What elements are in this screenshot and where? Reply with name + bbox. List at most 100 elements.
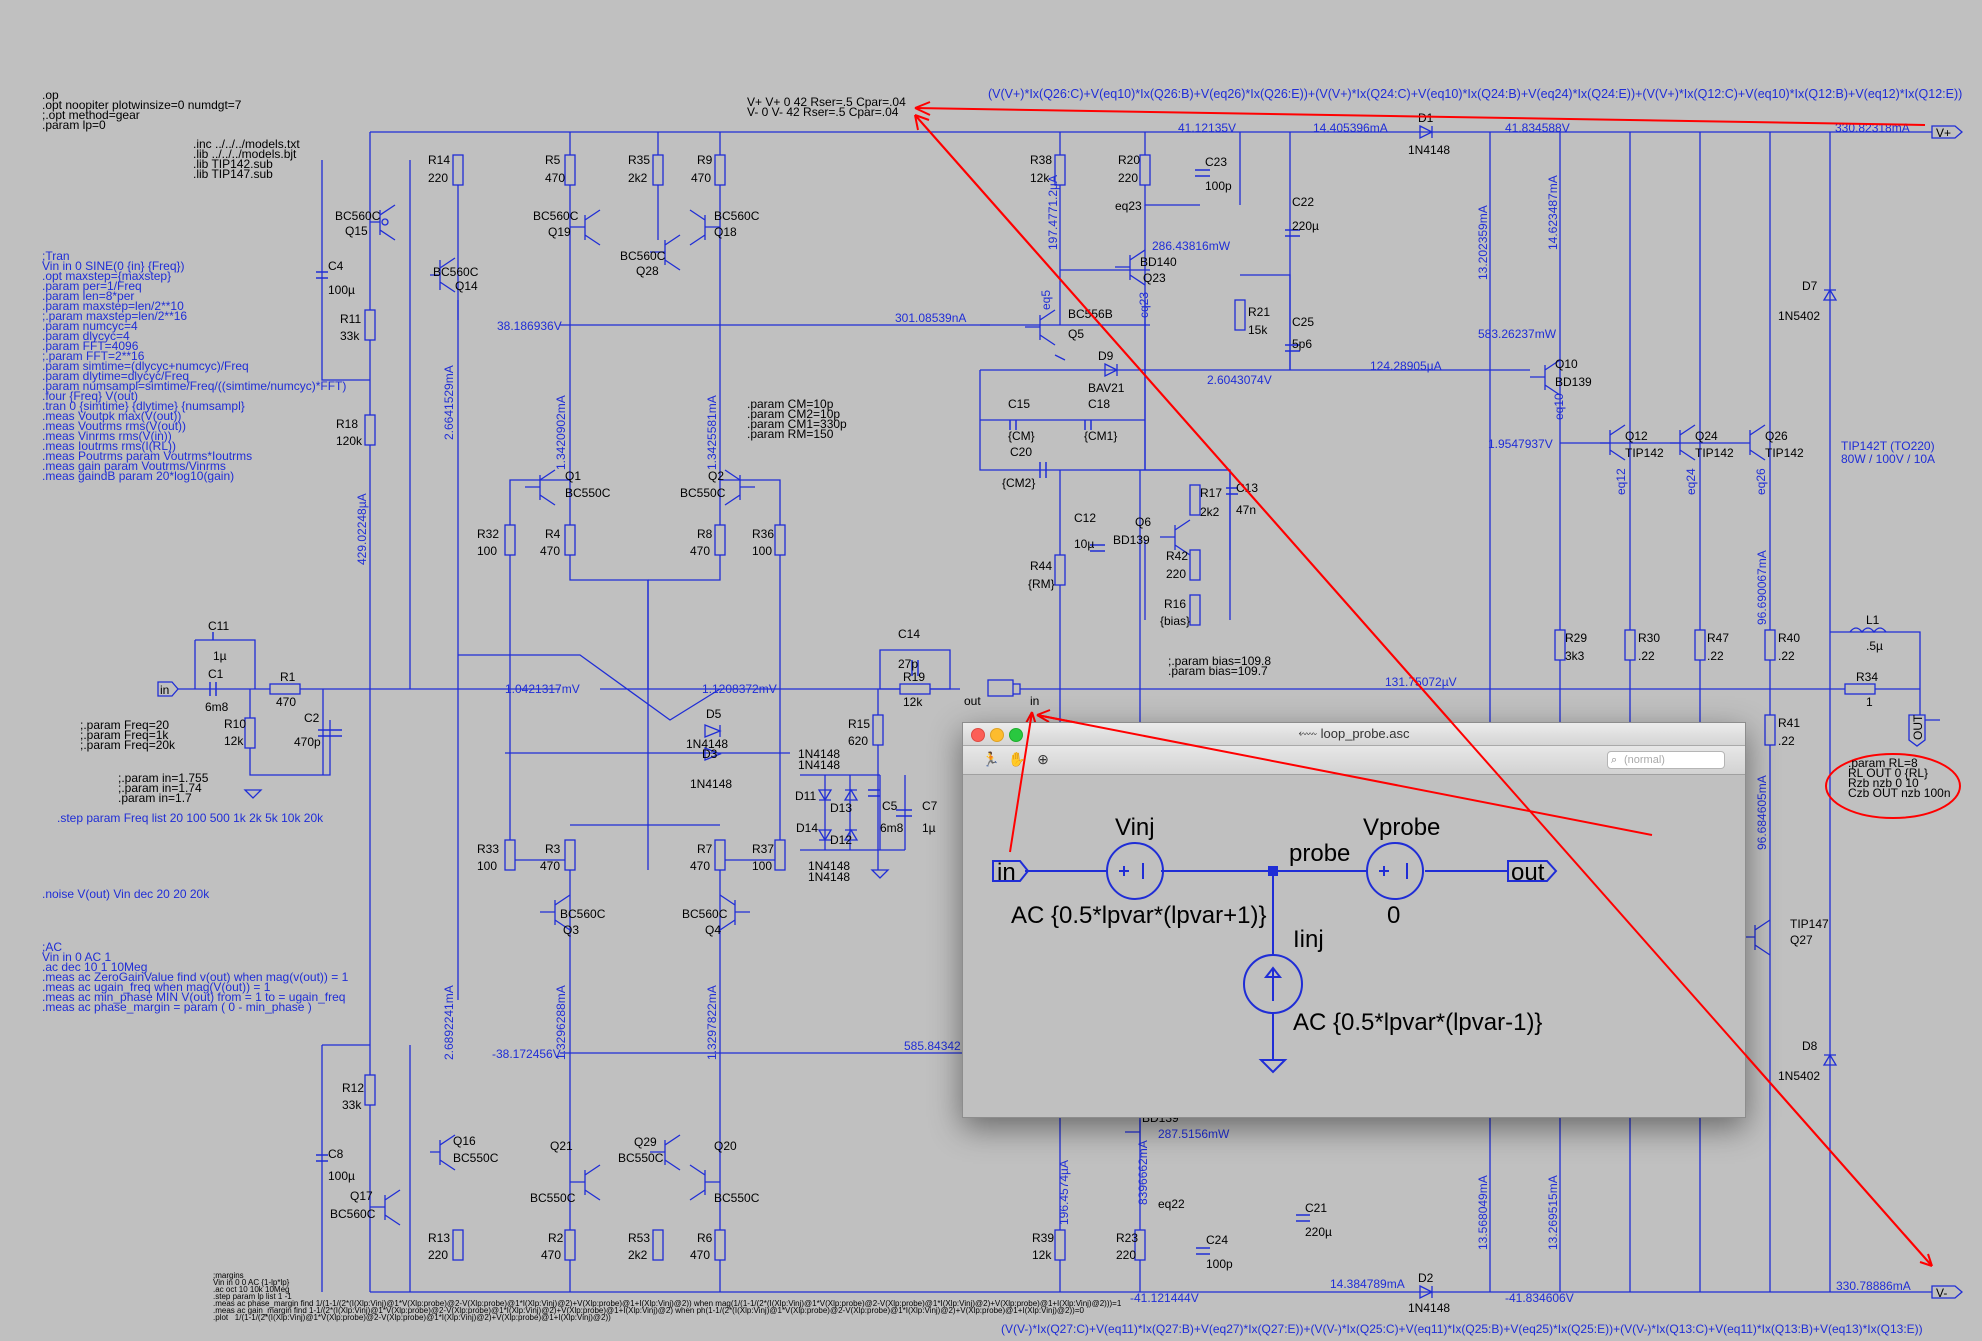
- directive-ac[interactable]: ;AC Vin in 0 AC 1 .ac dec 10 1 10Meg .me…: [42, 940, 349, 1014]
- iinj-value: AC {0.5*lpvar*(lpvar-1)}: [1293, 1009, 1542, 1036]
- label-r53-ref: R53: [628, 1231, 650, 1245]
- op-i-vminus: 330.78886mA: [1836, 1279, 1911, 1293]
- label-r35-value: 2k2: [628, 171, 648, 185]
- label-c23-ref: C23: [1205, 155, 1227, 169]
- label-q17-type: BC560C: [330, 1207, 376, 1221]
- label-r17-value: 2k2: [1200, 505, 1220, 519]
- loop-probe-symbol[interactable]: [987, 679, 1014, 697]
- label-r4-value: 470: [540, 544, 560, 558]
- label-q12-ref: Q12: [1625, 429, 1648, 443]
- label-q23-type: BD140: [1140, 255, 1177, 269]
- port-in-label: in: [160, 683, 169, 697]
- directive-noise[interactable]: .noise V(out) Vin dec 20 20 20k: [42, 887, 210, 901]
- diode-array-labels: 1N4148 1N4148 D11 D13 D14 D12 1N4148 1N4…: [795, 747, 852, 884]
- label-r14-value: 220: [428, 171, 448, 185]
- label-r33-ref: R33: [477, 842, 499, 856]
- label-d8-ref: D8: [1802, 1039, 1818, 1053]
- power-expression-bottom[interactable]: (V(V-)*Ix(Q27:C)+V(eq11)*Ix(Q27:B)+V(eq2…: [1001, 1322, 1923, 1336]
- op-i-r40: 96.690067mA: [1755, 550, 1769, 625]
- directive-bias[interactable]: ;.param bias=109.8 .param bias=109.7: [1168, 654, 1272, 678]
- op-i-d2: 14.384789mA: [1330, 1277, 1405, 1291]
- window-title-text: loop_probe.asc: [1320, 726, 1410, 741]
- directive-param-in[interactable]: ;.param in=1.755 ;.param in=1.74 .param …: [118, 771, 209, 805]
- label-r1-value: 470: [276, 695, 296, 709]
- op-i-q4: 1.3297822mA: [705, 985, 719, 1060]
- label-q28-ref: Q28: [636, 264, 659, 278]
- port-vplus-label: V+: [1936, 126, 1951, 140]
- label-r47-ref: R47: [1707, 631, 1729, 645]
- label-r37-ref: R37: [752, 842, 774, 856]
- label-q27-ref: Q27: [1790, 933, 1813, 947]
- label-r47-value: .22: [1707, 649, 1724, 663]
- label-r3-ref: R3: [545, 842, 561, 856]
- label-r16-value: {bias}: [1160, 614, 1190, 628]
- net-eq23: eq23: [1115, 199, 1142, 213]
- label-q29-type: BC550C: [618, 1151, 664, 1165]
- directive-margins[interactable]: ;margins Vin in 0 0 AC {1-lp*lp} .ac oct…: [213, 1271, 1122, 1322]
- label-c18-value: {CM1}: [1084, 429, 1117, 443]
- label-c1-ref: C1: [208, 667, 224, 681]
- vprobe-label: Vprobe: [1363, 814, 1440, 841]
- label-q6-type: BD139: [1113, 533, 1150, 547]
- label-c7-value: 1µ: [922, 821, 936, 835]
- loop-probe-canvas[interactable]: Vinj AC {0.5*lpvar*(lpvar+1)} Vprobe 0 I…: [963, 775, 1745, 1117]
- label-r23-ref: R23: [1116, 1231, 1138, 1245]
- label-r33-value: 100: [477, 859, 497, 873]
- port-vminus[interactable]: [1931, 1285, 1963, 1299]
- op-i-q1: 1.3420902mA: [554, 395, 568, 470]
- label-c8-value: 100µ: [328, 1169, 355, 1183]
- label-d2-value: 1N4148: [1408, 1301, 1450, 1315]
- power-expression-top[interactable]: (V(V+)*Ix(Q26:C)+V(eq10)*Ix(Q26:B)+V(eq2…: [988, 87, 1963, 101]
- label-r30-value: .22: [1638, 649, 1655, 663]
- op-p-q10: 583.26237mW: [1478, 327, 1557, 341]
- label-r20-value: 220: [1118, 171, 1138, 185]
- label-c14-ref: C14: [898, 627, 920, 641]
- net-labels: eq5 eq23 cq23 eq10 eq12 eq24 eq26 eq22 B…: [160, 126, 1951, 1300]
- directive-step[interactable]: .step param Freq list 20 100 500 1k 2k 5…: [57, 811, 324, 825]
- directive-libs[interactable]: .inc ../../../models.txt .lib ../../../m…: [193, 137, 300, 181]
- hand-icon[interactable]: ✋: [1008, 751, 1026, 767]
- directive-load[interactable]: .param RL=8 RL OUT 0 {RL} Rzb nzb 0 10 C…: [1848, 756, 1951, 800]
- loop-probe-window[interactable]: ⬳ loop_probe.asc 🏃 ✋ ⊕ ⌕ (normal): [962, 722, 1746, 1118]
- label-q3-ref: Q3: [563, 923, 579, 937]
- label-r21-ref: R21: [1248, 305, 1270, 319]
- label-r6-ref: R6: [697, 1231, 713, 1245]
- label-r18-value: 120k: [336, 434, 363, 448]
- label-r19-value: 12k: [903, 695, 923, 709]
- window-titlebar[interactable]: ⬳ loop_probe.asc: [963, 723, 1745, 746]
- label-q4-ref: Q4: [705, 923, 721, 937]
- directive-freq[interactable]: ;.param Freq=20 ;.param Freq=1k ;.param …: [80, 718, 176, 752]
- directive-supplies[interactable]: V+ V+ 0 42 Rser=.5 Cpar=.04 V- 0 V- 42 R…: [747, 95, 906, 119]
- label-r40-ref: R40: [1778, 631, 1800, 645]
- op-i-r18: 429.02248µA: [355, 493, 369, 565]
- label-q21-ref: Q21: [550, 1139, 573, 1153]
- directive-tran[interactable]: ;Tran Vin in 0 SINE(0 {in} {Freq}) .opt …: [42, 249, 347, 483]
- net-eq24: eq24: [1684, 468, 1698, 495]
- label-r14: R14: [428, 153, 450, 167]
- label-r41-ref: R41: [1778, 716, 1800, 730]
- op-i-d1: 14.405396mA: [1313, 121, 1388, 135]
- op-i-eq22: 8396662mA: [1136, 1140, 1150, 1205]
- label-r37-value: 100: [752, 859, 772, 873]
- op-p-q22: 287.5156mW: [1158, 1127, 1230, 1141]
- net-eq26: eq26: [1754, 468, 1768, 495]
- label-d13: D13: [830, 801, 852, 815]
- label-c21-value: 220µ: [1305, 1225, 1332, 1239]
- directive-params-cm[interactable]: .param CM=10p .param CM2=10p .param CM1=…: [747, 397, 847, 441]
- run-icon[interactable]: 🏃: [982, 751, 1000, 767]
- label-c21-ref: C21: [1305, 1201, 1327, 1215]
- probe-icon[interactable]: ⊕: [1037, 751, 1049, 767]
- label-r9-ref: R9: [697, 153, 713, 167]
- label-r6-value: 470: [690, 1248, 710, 1262]
- directive-options[interactable]: .op .opt noopiter plotwinsize=0 numdgt=7…: [42, 88, 242, 132]
- label-c22-value: 220µ: [1292, 219, 1319, 233]
- op-i-r39: 196.4574µA: [1057, 1160, 1071, 1225]
- label-r40-value: .22: [1778, 649, 1795, 663]
- op-i-q3: 1.3296288mA: [554, 985, 568, 1060]
- port-in[interactable]: [157, 681, 179, 697]
- label-d9-value: BAV21: [1088, 381, 1125, 395]
- label-c25-value: 5p6: [1292, 337, 1312, 351]
- label-q10-type: BD139: [1555, 375, 1592, 389]
- search-field[interactable]: ⌕ (normal): [1607, 751, 1725, 769]
